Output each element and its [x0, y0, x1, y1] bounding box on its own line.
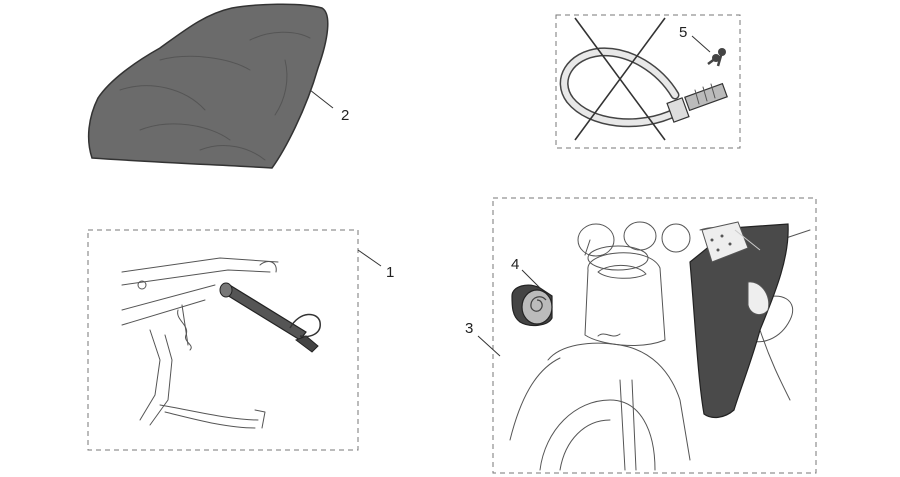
leader-line-2 — [309, 89, 334, 109]
leg-cover-icon — [689, 221, 789, 419]
scooter-frame-icon — [121, 257, 279, 429]
callout-1: 1 — [386, 264, 394, 281]
leader-line-3 — [477, 335, 501, 357]
reflective-tape-roll-icon — [511, 284, 553, 327]
box-side-stand — [87, 229, 359, 451]
leader-line-4 — [521, 269, 541, 289]
box-cable-lock — [555, 14, 741, 149]
callout-5: 5 — [679, 24, 687, 41]
callout-3: 3 — [465, 320, 473, 337]
callout-4: 4 — [511, 256, 519, 273]
keys-icon — [707, 48, 726, 67]
cable-lock-icon — [559, 17, 728, 141]
seat-cover-icon — [87, 3, 329, 169]
box-leg-cover — [492, 197, 817, 474]
leader-line-1 — [357, 249, 382, 267]
scooter-front-icon — [509, 221, 811, 471]
side-stand-icon — [219, 282, 321, 353]
callout-2: 2 — [341, 107, 349, 124]
leader-line-5 — [691, 35, 711, 53]
